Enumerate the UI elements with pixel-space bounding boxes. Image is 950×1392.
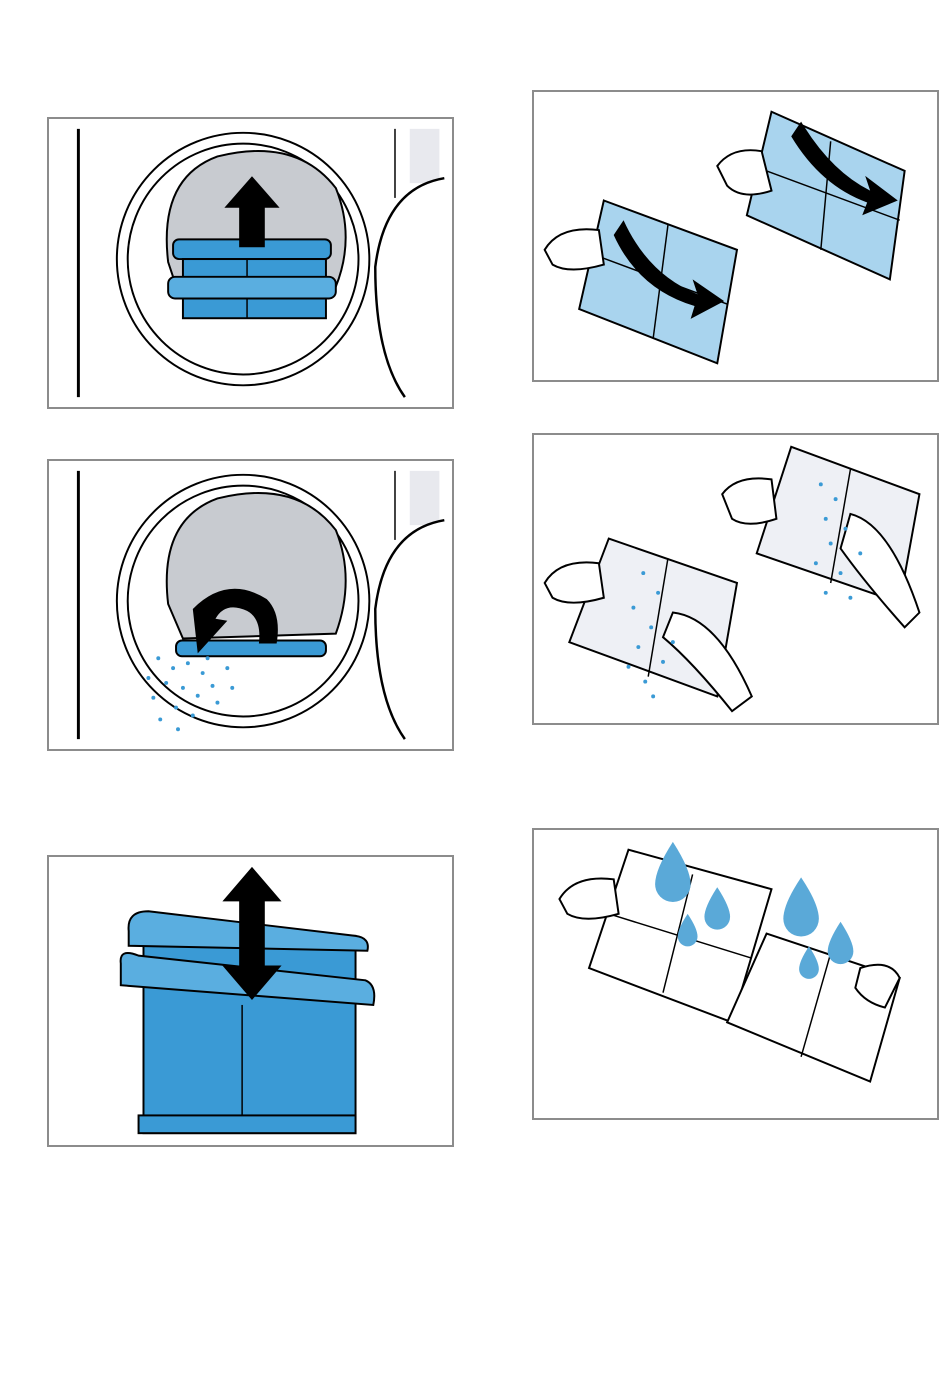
panel-remove-filter [47, 117, 454, 409]
illustration-remove-filter [49, 119, 452, 407]
panel-separate-filter [47, 855, 454, 1147]
illustration-separate-filter [49, 857, 452, 1145]
illustration-rinse-filter [534, 830, 937, 1118]
illustration-open-filter [534, 92, 937, 380]
panel-open-filter [532, 90, 939, 382]
panel-clean-door-seal [47, 459, 454, 751]
illustration-clean-door-seal [49, 461, 452, 749]
panel-remove-lint [532, 433, 939, 725]
panel-rinse-filter [532, 828, 939, 1120]
illustration-remove-lint [534, 435, 937, 723]
lint-particles-icon [146, 656, 234, 731]
